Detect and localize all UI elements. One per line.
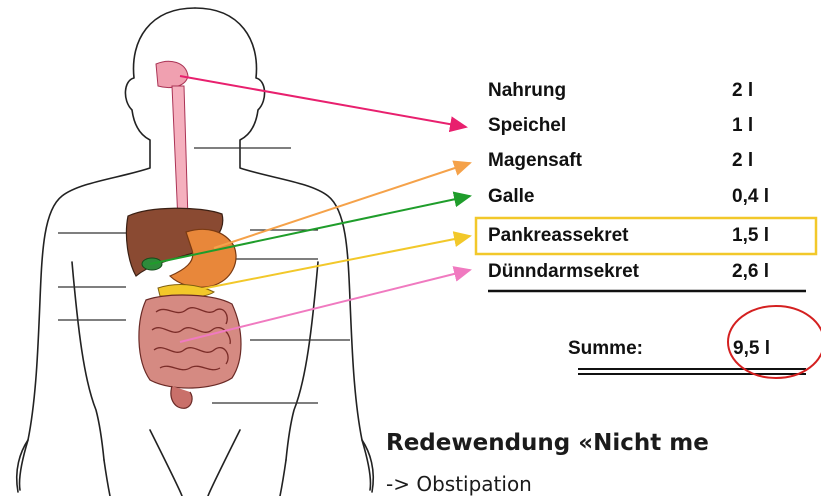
row-volume: 1 l — [732, 115, 753, 137]
arrow-magensaft — [214, 163, 470, 248]
row-volume: 2,6 l — [732, 261, 769, 283]
sum-label: Summe: — [568, 338, 643, 360]
mouth-esophagus — [156, 61, 188, 222]
row-speichel: Speichel 1 l — [488, 112, 818, 140]
row-label: Dünndarmsekret — [488, 261, 639, 283]
row-duenndarmsekret: Dünndarmsekret 2,6 l — [488, 258, 818, 286]
row-magensaft: Magensaft 2 l — [488, 147, 818, 175]
row-label: Pankreassekret — [488, 225, 629, 247]
caption-heading: Redewendung «Nicht me — [386, 430, 709, 456]
arrow-speichel — [180, 76, 466, 127]
row-nahrung: Nahrung 2 l — [488, 77, 818, 105]
row-volume: 2 l — [732, 80, 753, 102]
row-label: Galle — [488, 186, 534, 208]
row-volume: 1,5 l — [732, 225, 769, 247]
intestines — [139, 295, 241, 408]
row-pankreassekret: Pankreassekret 1,5 l — [488, 222, 818, 250]
row-volume: 0,4 l — [732, 186, 769, 208]
row-label: Speichel — [488, 115, 566, 137]
caption-subtext: -> Obstipation — [386, 472, 532, 496]
sum-value: 9,5 l — [733, 338, 770, 360]
row-label: Magensaft — [488, 150, 582, 172]
row-label: Nahrung — [488, 80, 566, 102]
row-volume: 2 l — [732, 150, 753, 172]
row-galle: Galle 0,4 l — [488, 183, 818, 211]
